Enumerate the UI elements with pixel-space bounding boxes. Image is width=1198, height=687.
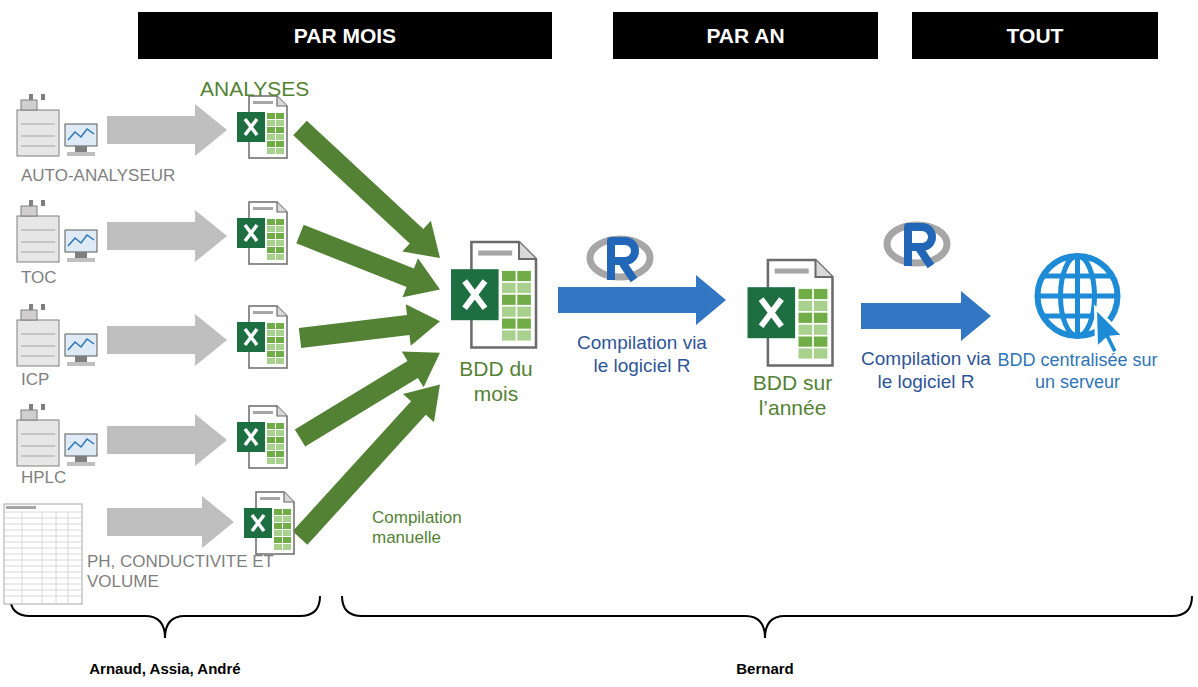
node-text: TOC <box>15 268 300 288</box>
instrument-node: ICP <box>15 302 300 390</box>
manual-compilation-arrow <box>296 225 440 298</box>
manual-sheet-node: PH, CONDUCTIVITE ET VOLUME <box>2 502 300 593</box>
instrument-icon <box>17 200 97 262</box>
node-icon <box>995 248 1160 346</box>
node-text: PAR MOIS <box>146 23 544 48</box>
manual-compilation-arrow <box>299 304 440 348</box>
grey-arrow <box>107 496 234 548</box>
r-compilation-arrow <box>558 275 726 325</box>
node-text: PH, CONDUCTIVITE ET VOLUME <box>2 552 300 593</box>
period-bar: TOUT <box>912 12 1158 59</box>
node-icon <box>440 240 552 352</box>
node-icon <box>730 258 855 366</box>
node-text: BDD du mois <box>440 352 552 406</box>
grey-arrow <box>107 314 227 366</box>
globe-icon <box>1038 256 1124 354</box>
grey-arrow <box>107 104 227 156</box>
excel-icon <box>244 492 294 554</box>
node-text: HPLC <box>15 468 300 488</box>
node-text: BDD centralisée sur un serveur <box>995 346 1160 393</box>
excel-icon <box>451 242 536 347</box>
period-bar: PAR AN <box>613 12 878 59</box>
instrument-icon <box>17 304 97 366</box>
node-icon <box>15 92 300 166</box>
server-database: BDD centralisée sur un serveur <box>995 248 1160 393</box>
excel-icon <box>237 406 287 468</box>
node-icon <box>15 198 300 268</box>
r-logo <box>887 225 947 266</box>
instrument-node: AUTO-ANALYSEUR <box>15 92 300 186</box>
database-file: BDD sur l’année <box>730 258 855 420</box>
period-bar: PAR MOIS <box>138 12 552 59</box>
excel-icon <box>237 306 287 368</box>
section-label: ANALYSES <box>200 76 340 101</box>
node-text: ICP <box>15 370 300 390</box>
excel-icon <box>237 96 287 158</box>
r-logo <box>590 239 650 280</box>
instrument-icon <box>17 94 97 156</box>
node-text: BDD sur l’année <box>730 366 855 420</box>
node-icon <box>15 302 300 370</box>
database-file: BDD du mois <box>440 240 552 406</box>
edge-label: Compilation via le logiciel R <box>572 332 712 378</box>
node-icon <box>2 502 300 552</box>
grey-arrow <box>107 414 227 466</box>
right-brace <box>342 596 1192 638</box>
node-icon <box>15 402 300 468</box>
sheet-icon <box>4 504 82 604</box>
node-text: AUTO-ANALYSEUR <box>15 166 300 186</box>
grey-arrow <box>107 210 227 262</box>
r-compilation-arrow <box>861 291 991 341</box>
instrument-icon <box>17 404 97 466</box>
instrument-node: HPLC <box>15 402 300 488</box>
node-text: TOUT <box>920 23 1150 48</box>
step-label: Compilation manuelle <box>372 508 502 549</box>
instrument-node: TOC <box>15 198 300 288</box>
person-label: Arnaud, Assia, André <box>45 660 285 678</box>
node-text: PAR AN <box>621 23 870 48</box>
person-label: Bernard <box>665 660 865 678</box>
edge-label: Compilation via le logiciel R <box>856 348 996 394</box>
excel-icon <box>237 202 287 264</box>
excel-icon <box>748 260 833 365</box>
